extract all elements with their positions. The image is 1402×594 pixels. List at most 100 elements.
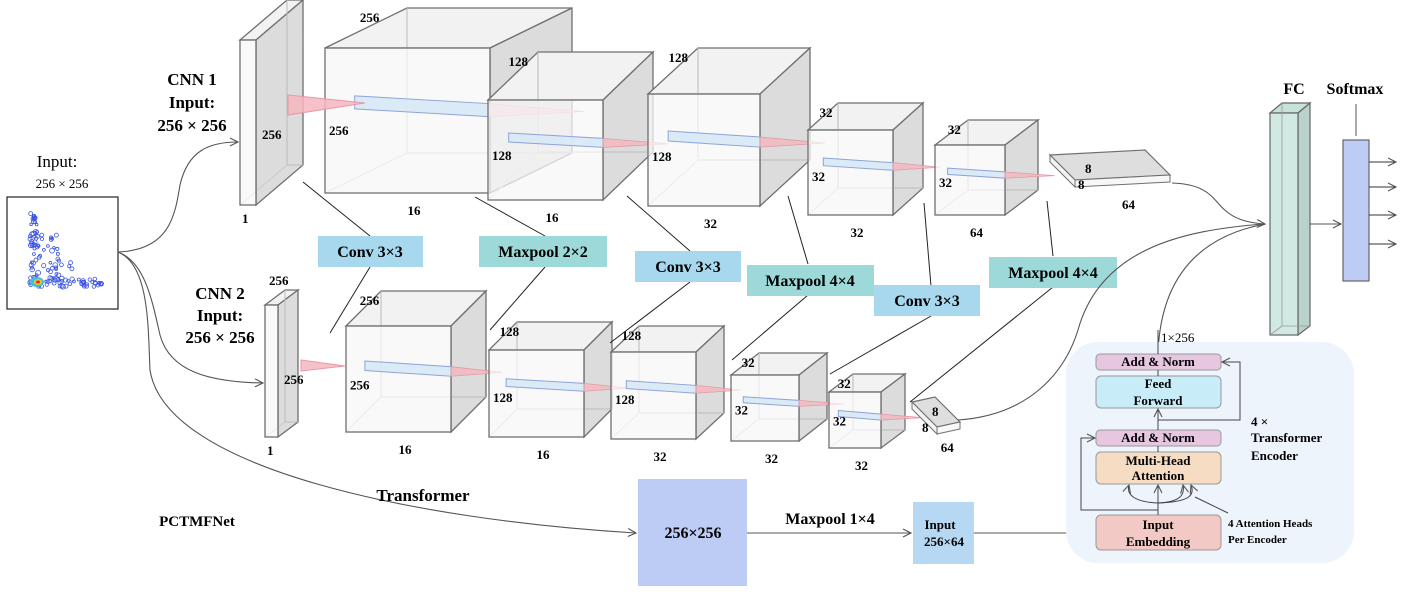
connector-cnn1: [117, 142, 238, 253]
cnn1-layer-2: 128 128 16: [486, 50, 669, 225]
dim-top: 32: [838, 376, 851, 391]
add-norm-bottom-label: Add & Norm: [1121, 430, 1195, 445]
dim-bottom: 32: [765, 451, 778, 466]
transformer-input-label: Input: [924, 517, 956, 532]
dim-bottom: 64: [1122, 197, 1136, 212]
dim-side: 128: [652, 149, 672, 164]
fc-layer: FC: [1268, 81, 1312, 337]
cnn1-title: CNN 1: [167, 70, 217, 89]
cnn2-input-label: Input:: [197, 306, 243, 325]
softmax-label: Softmax: [1327, 81, 1384, 98]
connector-cnn1-fc: [1171, 182, 1265, 224]
softmax-box: [1342, 139, 1370, 282]
op-label: Conv 3×3: [337, 244, 403, 261]
dim-side: 128: [492, 148, 512, 163]
cnn1-layer-6: 88 64: [1048, 149, 1172, 212]
cnn2-kernel-cone: [300, 359, 346, 372]
cnn2-input-size: 256 × 256: [185, 328, 254, 347]
dim-top: 8: [1085, 161, 1092, 176]
op-maxpool-3: Maxpool 4×4: [989, 257, 1117, 288]
transformer-input: Input 256×64: [913, 502, 974, 564]
dim-side: 128: [493, 390, 513, 405]
dim-side: 256: [329, 123, 349, 138]
attention-heads-label-1: 4 Attention Heads: [1228, 518, 1313, 530]
dim-side: 32: [812, 169, 825, 184]
dim-side: 256: [284, 372, 304, 387]
cnn2-layer-6: 88 64: [910, 396, 962, 455]
op-maxpool-1: Maxpool 2×2: [479, 236, 607, 267]
mha-label-2: Attention: [1132, 468, 1185, 483]
op-maxpool-2: Maxpool 4×4: [747, 265, 874, 296]
cnn2-layer-2: 128 128 16: [487, 320, 630, 462]
dim-bottom: 1: [242, 211, 249, 226]
encoder-output-size: 1×256: [1161, 330, 1195, 345]
input-connectors: [117, 142, 636, 533]
dim-bottom: 32: [704, 216, 717, 231]
fc-label: FC: [1283, 81, 1304, 98]
cnn2-layer-1: 256 256 16: [344, 289, 503, 457]
feed-forward-label-1: Feed: [1145, 376, 1172, 391]
dim-side: 8: [1078, 177, 1085, 192]
op-box: [318, 236, 423, 267]
connector-transformer-fc: [1157, 223, 1266, 354]
cnn1-kernel-cone: [287, 94, 366, 116]
cnn1-layer-5: 32 32 64: [933, 118, 1055, 240]
dim-bottom: 16: [537, 447, 551, 462]
dim-top: 32: [742, 355, 755, 370]
dim-top: 256: [269, 273, 289, 288]
dim-top: 128: [509, 54, 529, 69]
dim-side: 256: [262, 127, 282, 142]
feed-forward-label-2: Forward: [1133, 393, 1183, 408]
dim-bottom: 64: [970, 225, 984, 240]
add-norm-top-label: Add & Norm: [1121, 354, 1195, 369]
op-label: Maxpool 4×4: [1008, 265, 1098, 282]
embedding-label-1: Input: [1142, 517, 1174, 532]
op-box: [747, 265, 874, 296]
input-heatmap-image: [27, 211, 104, 290]
dim-bottom: 16: [546, 210, 560, 225]
op-label: Maxpool 2×2: [498, 244, 588, 261]
input-block: Input: 256 × 256: [6, 152, 119, 310]
feature-maps: 2562561256256161281281612812832323232323…: [238, 0, 1172, 473]
matrix-box: [638, 479, 747, 586]
input-size: 256 × 256: [36, 176, 89, 191]
connector-cnn2-fc: [957, 223, 1266, 421]
transformer-matrix: 256×256: [638, 479, 747, 586]
dim-side: 8: [922, 420, 929, 435]
cnn1-input-size: 256 × 256: [157, 116, 226, 135]
matrix-size: 256×256: [664, 525, 721, 542]
cnn2-title: CNN 2: [195, 284, 245, 303]
dim-top: 8: [932, 404, 939, 419]
op-box: [989, 257, 1117, 288]
op-box: [635, 251, 741, 282]
maxpool-1x4-label: Maxpool 1×4: [785, 511, 875, 528]
dim-side: 256: [350, 378, 370, 393]
op-label: Maxpool 4×4: [765, 273, 855, 290]
op-conv-2: Conv 3×3: [635, 251, 741, 282]
dim-top: 256: [360, 293, 380, 308]
dim-bottom: 32: [855, 458, 868, 473]
op-conv-1: Conv 3×3: [318, 236, 423, 267]
dim-top: 128: [500, 324, 520, 339]
op-box: [479, 236, 607, 267]
dim-bottom: 16: [399, 442, 413, 457]
dim-top: 32: [948, 122, 961, 137]
op-conv-3: Conv 3×3: [874, 285, 980, 316]
transformer-encoder-panel: 1×256 Add & Norm Feed Forward Add & Norm…: [1066, 330, 1354, 563]
op-label: Conv 3×3: [894, 293, 960, 310]
encoder-arrows: [1080, 330, 1241, 515]
connector-cnn2: [117, 251, 263, 383]
cnn1-input-label: Input:: [169, 93, 215, 112]
model-name: PCTMFNet: [159, 514, 235, 530]
dim-bottom: 32: [851, 225, 864, 240]
dim-bottom: 64: [941, 440, 955, 455]
dim-side: 32: [939, 175, 952, 190]
transformer-input-size: 256×64: [924, 534, 964, 549]
mha-label-1: Multi-Head: [1126, 453, 1192, 468]
